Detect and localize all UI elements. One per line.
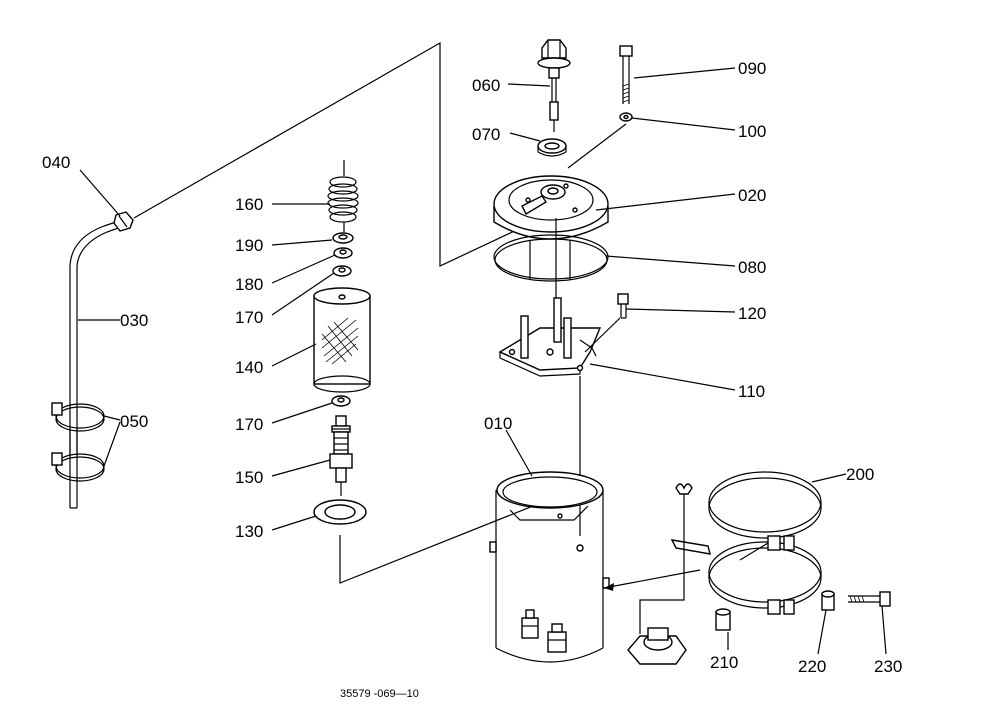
callout-140: 160 [235, 195, 263, 214]
part-o-ring-080 [493, 234, 609, 282]
callout-230: 230 [874, 657, 902, 676]
callout-100: 100 [738, 122, 766, 141]
callout-180: 180 [235, 275, 263, 294]
callout-070: 070 [472, 125, 500, 144]
callout-090: 090 [738, 59, 766, 78]
part-filter-element-130 [313, 287, 371, 393]
assembly-line-sensor [639, 540, 685, 634]
part-sensor [627, 627, 687, 665]
assembly-line-150 [339, 503, 539, 584]
callout-210: 210 [710, 653, 738, 672]
leader-lines [78, 67, 887, 655]
part-cup-010 [489, 471, 610, 663]
callout-050: 050 [120, 412, 148, 431]
part-nut-210 [715, 608, 731, 631]
callout-060: 060 [472, 76, 500, 95]
part-screw-120 [617, 293, 629, 319]
callout-110: 110 [738, 382, 765, 401]
callout-170-bottom: 170 [235, 415, 263, 434]
arrow-line [603, 569, 701, 589]
callout-150: 130 [235, 522, 263, 541]
callout-030: 030 [120, 311, 148, 330]
callout-080: 080 [738, 258, 766, 277]
part-gasket-170-top [332, 265, 352, 277]
part-clamp-050 [51, 402, 105, 482]
part-bolt-230 [848, 591, 891, 607]
part-bolt-090 [619, 45, 633, 104]
part-nut-040 [113, 211, 134, 232]
callout-190: 190 [235, 236, 263, 255]
callout-120: 120 [738, 304, 766, 323]
part-washer-100 [619, 112, 633, 122]
part-pipe-030 [69, 219, 125, 509]
callout-020: 020 [738, 186, 766, 205]
callout-130: 140 [235, 358, 263, 377]
callout-040: 040 [42, 153, 70, 172]
part-plug-060 [537, 39, 571, 132]
part-gasket-170-bottom [331, 395, 351, 407]
part-bracket-plate-110 [498, 297, 602, 377]
callout-010: 010 [484, 414, 512, 433]
callout-170-top: 170 [235, 308, 263, 327]
assembly-line-040 [133, 41, 541, 267]
part-wing-nut [675, 483, 693, 540]
callout-220: 220 [798, 657, 826, 676]
part-washer-190 [332, 232, 354, 244]
part-valve-160 [329, 415, 353, 496]
part-nut-220 [821, 590, 835, 611]
assembly-line-100 [567, 123, 627, 169]
part-band-200 [670, 471, 822, 615]
drawing-code: 35579 -069—10 [340, 688, 419, 700]
callout-160: 150 [235, 468, 263, 487]
callout-200: 200 [846, 465, 874, 484]
part-gasket-150 [313, 499, 367, 525]
part-seal-070 [537, 138, 567, 157]
part-cover-020 [493, 175, 609, 240]
part-washer-180 [333, 247, 353, 259]
part-spring-140 [327, 160, 359, 232]
assembly-line-120 [584, 317, 621, 353]
